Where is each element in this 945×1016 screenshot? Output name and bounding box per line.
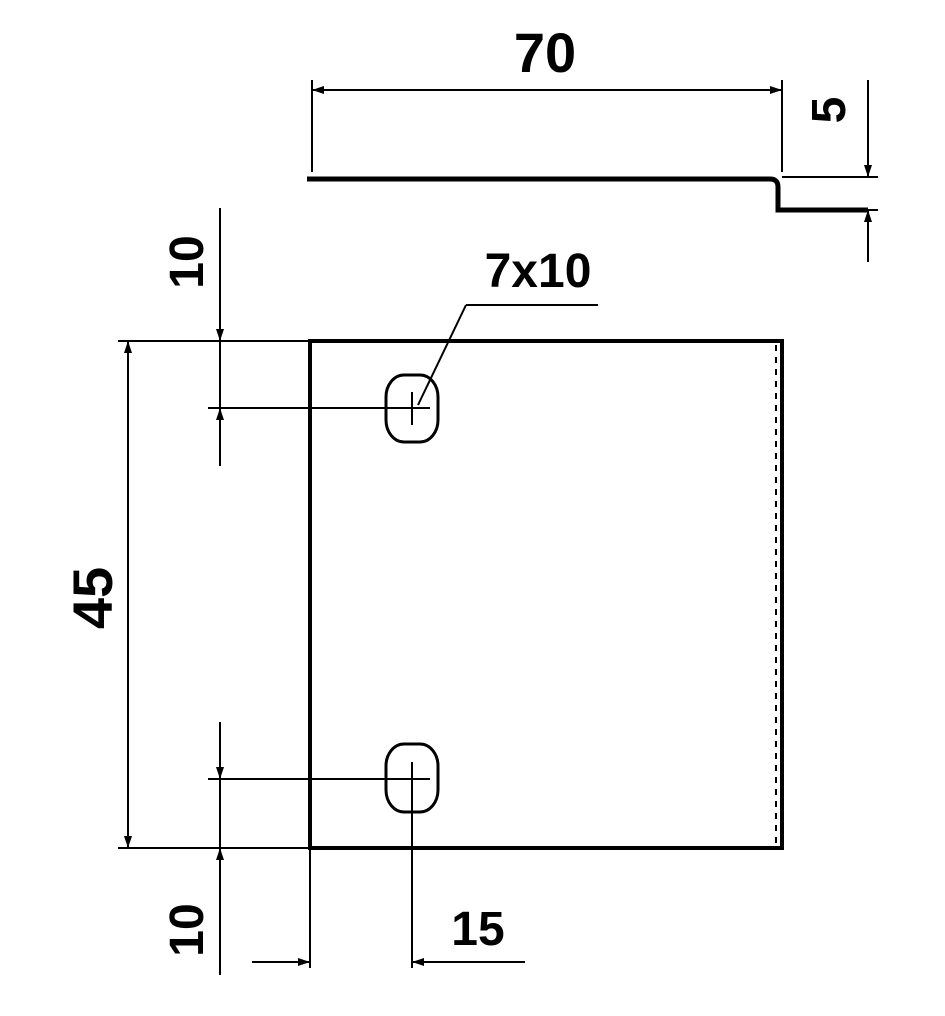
dim-label-45: 45 <box>61 567 124 629</box>
front-view <box>118 208 784 975</box>
side-profile <box>307 176 868 213</box>
plate-outline <box>308 339 784 850</box>
hole-spec-label: 7x10 <box>485 245 592 298</box>
dim-label-5: 5 <box>803 97 856 124</box>
dim-label-10-bottom: 10 <box>161 903 214 956</box>
dim-label-15: 15 <box>451 903 504 956</box>
dim-label-10-top: 10 <box>161 235 214 288</box>
side-view <box>307 80 878 262</box>
leader-7x10 <box>417 304 467 406</box>
dim-label-70: 70 <box>514 21 576 84</box>
